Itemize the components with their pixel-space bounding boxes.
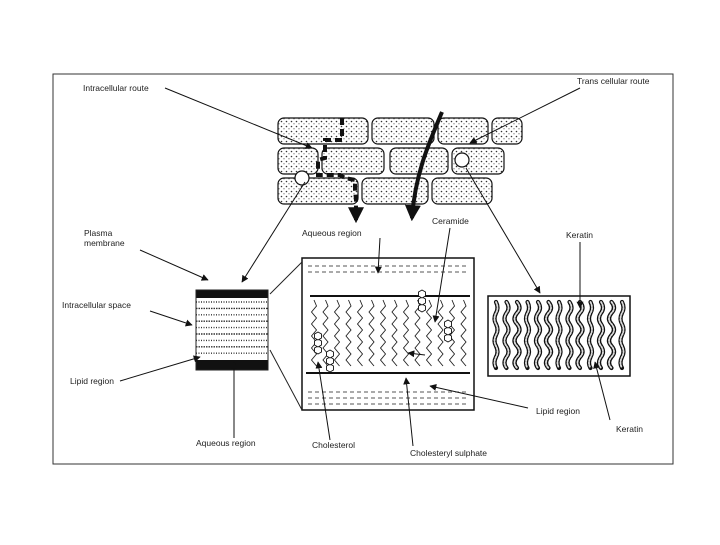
bilayer-bottom-band <box>196 360 268 370</box>
corneocyte-brick-layer <box>277 117 523 205</box>
label-lipid-region-left: Lipid region <box>70 376 114 386</box>
sterol-ring <box>418 289 426 299</box>
corneocyte-cell <box>431 177 493 205</box>
corneocyte-cell <box>277 177 359 205</box>
corneocyte-cell <box>361 177 429 205</box>
lipid-bilayer-block <box>195 289 269 371</box>
zoom-connector-top <box>269 261 303 295</box>
sterol-ring <box>326 356 334 366</box>
lipid-molecular-panel <box>301 257 475 411</box>
keratin-filament-core <box>545 301 552 369</box>
lipid-tail <box>448 299 456 367</box>
figure-frame <box>52 73 674 465</box>
keratin-filament-core <box>535 301 541 369</box>
label-aqueous-region-top: Aqueous region <box>302 228 362 238</box>
corneocyte-cell <box>321 147 385 175</box>
sterol-ring <box>444 326 452 336</box>
lipid-tail <box>356 299 364 367</box>
sterol-ring <box>418 303 426 313</box>
label-keratin-top: Keratin <box>566 230 593 240</box>
label-pointers <box>119 87 611 447</box>
label-plasma-membrane: Plasma membrane <box>84 228 125 248</box>
label-transcellular-route: Trans cellular route <box>577 76 650 86</box>
keratin-filament-core <box>493 301 499 369</box>
keratin-filament-core <box>588 301 593 369</box>
cell-highlight-left <box>294 170 310 186</box>
corneocyte-cell <box>491 117 523 145</box>
keratin-filament-core <box>576 301 584 369</box>
sterol-ring <box>444 333 452 343</box>
label-cholesterol: Cholesterol <box>312 440 355 450</box>
lipid-tail <box>345 299 352 367</box>
lipid-tail <box>391 299 398 367</box>
corneocyte-cell <box>371 117 435 145</box>
keratin-filament-core <box>513 301 521 369</box>
molecular-panel-frame <box>301 257 475 411</box>
lipid-tail <box>333 299 341 367</box>
sterol-ring <box>326 349 334 359</box>
intracellular-route-path <box>316 118 364 224</box>
cell-highlight-right <box>454 152 470 168</box>
sterol-ring <box>418 296 426 306</box>
keratin-filament-core <box>556 301 562 369</box>
keratin-filament-core <box>503 301 510 369</box>
label-cholesteryl-sulphate: Cholesteryl sulphate <box>410 448 488 458</box>
keratin-filament-core <box>598 301 604 369</box>
sterol-ring <box>326 363 334 373</box>
label-keratin-bottom: Keratin <box>616 424 643 434</box>
label-intracellular-space: Intracellular space <box>62 300 131 310</box>
lipid-tail <box>414 299 421 367</box>
lipid-tail <box>460 299 467 367</box>
label-aqueous-region-bottom: Aqueous region <box>196 438 256 448</box>
lipid-tail <box>368 299 375 367</box>
lipid-tail <box>437 299 444 367</box>
sterol-ring <box>314 338 322 348</box>
sterol-ring <box>444 319 452 329</box>
label-lipid-region-right: Lipid region <box>536 406 580 416</box>
corneocyte-cell <box>277 147 319 175</box>
transcellular-route-path <box>404 111 444 222</box>
keratin-panel <box>487 295 631 377</box>
zoom-connector-bottom <box>269 349 303 411</box>
keratin-filament-core <box>608 301 615 369</box>
corneocyte-cell <box>437 117 489 145</box>
label-intracellular-route: Intracellular route <box>83 83 149 93</box>
label-ceramide: Ceramide <box>432 216 469 226</box>
lipid-tail <box>425 299 433 367</box>
corneocyte-cell <box>277 117 369 145</box>
sterol-ring <box>314 345 322 355</box>
keratin-filament-core <box>619 301 625 369</box>
keratin-filament-core <box>566 301 573 369</box>
lipid-tail <box>310 299 318 367</box>
keratin-filament-core <box>525 301 530 369</box>
sterol-ring <box>314 331 322 341</box>
lipid-tail <box>379 299 387 367</box>
bilayer-outline <box>195 289 269 371</box>
bilayer-top-band <box>196 290 268 298</box>
